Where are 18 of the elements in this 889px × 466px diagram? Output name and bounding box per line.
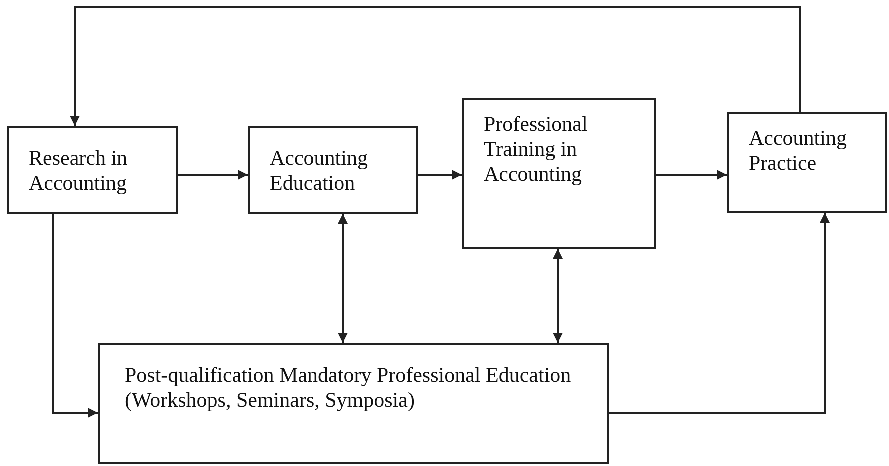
process-box bbox=[462, 98, 656, 249]
arrow bbox=[609, 213, 830, 414]
arrow bbox=[52, 214, 98, 418]
box-label: Accounting Practice bbox=[749, 126, 848, 176]
arrow bbox=[70, 6, 801, 126]
process-box bbox=[727, 112, 887, 213]
arrow bbox=[656, 170, 727, 180]
arrow bbox=[338, 214, 348, 343]
box-label: Post-qualification Mandatory Professional Education (Workshops, Seminars, Symposia) bbox=[125, 363, 572, 414]
process-box bbox=[98, 343, 609, 464]
process-box bbox=[7, 126, 178, 214]
box-label: Research in Accounting bbox=[29, 146, 129, 196]
arrow bbox=[553, 249, 563, 343]
arrow bbox=[418, 170, 462, 180]
box-label: Professional Training in Accounting bbox=[484, 112, 589, 188]
process-box bbox=[248, 126, 418, 214]
box-label: Accounting Education bbox=[270, 146, 369, 196]
arrow bbox=[178, 170, 248, 180]
